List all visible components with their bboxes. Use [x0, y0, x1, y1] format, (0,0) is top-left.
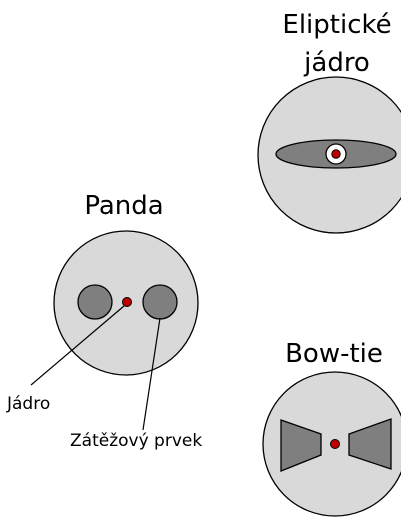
bowtie-stress-wedge-left [280, 419, 322, 472]
bowtie-stress-wedge-right [348, 418, 392, 470]
elliptical-core-dot [331, 149, 341, 159]
panda-stress-rod-right [142, 284, 178, 320]
stress-element-callout-label: Zátěžový prvek [70, 431, 202, 451]
core-leader-line [30, 305, 125, 386]
panda-core-dot [122, 297, 132, 307]
panda-title: Panda [84, 191, 163, 221]
core-callout-label: Jádro [6, 394, 50, 414]
panda-stress-rod-left [77, 284, 113, 320]
panda-fiber: Panda Jádro Zátěžový prvek [6, 191, 202, 451]
stress-leader-line [142, 317, 161, 431]
bowtie-title: Bow-tie [285, 339, 383, 369]
bowtie-core-dot [330, 439, 340, 449]
elliptical-core-fiber: Eliptické jádro [257, 10, 401, 234]
elliptical-title-line2: jádro [303, 48, 370, 78]
elliptical-title-line1: Eliptické [282, 10, 391, 40]
bowtie-fiber: Bow-tie [262, 339, 401, 517]
